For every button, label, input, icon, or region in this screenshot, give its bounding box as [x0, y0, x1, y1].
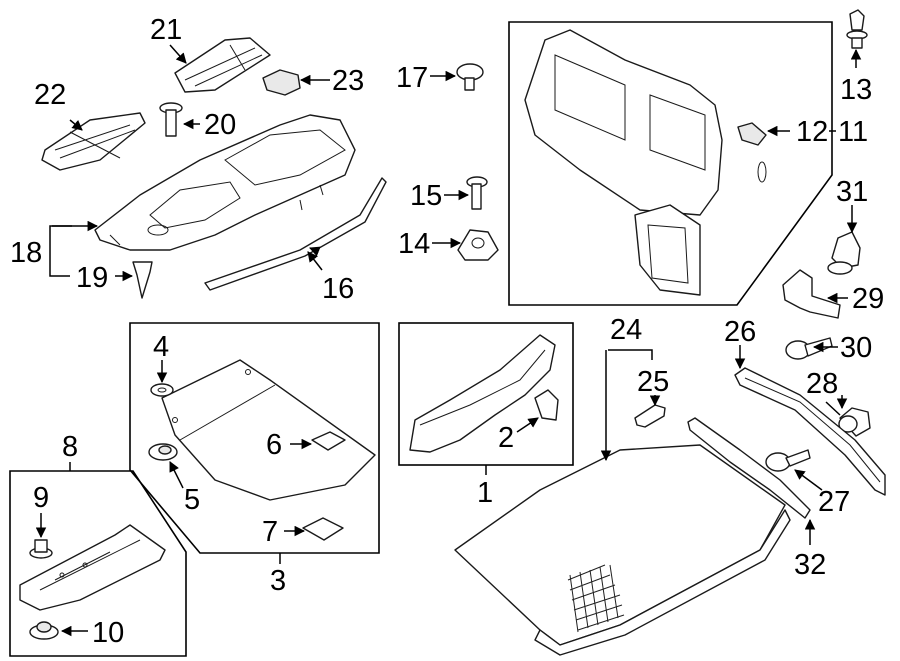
part-29-bracket [782, 269, 841, 319]
part-21-cover [174, 37, 271, 93]
callout-11: 11 [838, 116, 868, 148]
callout-labels: 22 21 23 20 17 15 14 13 12 11 31 29 30 2… [10, 14, 884, 649]
part-28-nut [838, 407, 871, 437]
callout-14: 14 [398, 228, 430, 260]
part-13-fastener [846, 9, 868, 49]
part-9-fastener [29, 539, 53, 559]
part-5-grommet [148, 443, 178, 461]
callout-25: 25 [637, 366, 669, 398]
part-24-cargo-cover [454, 444, 791, 656]
group-panel-3 [129, 322, 380, 554]
callout-24: 24 [610, 314, 642, 346]
callout-20: 20 [204, 109, 236, 141]
callout-5: 5 [184, 484, 200, 516]
callout-15: 15 [410, 180, 442, 212]
callout-30: 30 [840, 332, 872, 364]
part-18-package-tray [94, 114, 356, 251]
group-panel-11 [508, 21, 833, 306]
part-23-clip [262, 69, 301, 96]
part-26-rail [734, 367, 886, 496]
callout-32: 32 [794, 549, 826, 581]
callout-16: 16 [322, 273, 354, 305]
callout-9: 9 [33, 482, 49, 514]
part-10-grommet [29, 621, 59, 640]
part-12-clip [737, 122, 767, 146]
callout-7: 7 [262, 516, 278, 548]
callout-13: 13 [840, 74, 872, 106]
callout-1: 1 [477, 477, 493, 509]
callout-4: 4 [153, 331, 169, 363]
part-32-rail [687, 417, 811, 519]
callout-26: 26 [724, 316, 756, 348]
callout-17: 17 [396, 62, 428, 94]
part-11-side-panel [524, 29, 767, 296]
callout-19: 19 [76, 262, 108, 294]
callout-12: 12 [796, 116, 828, 148]
part-6-pad [311, 431, 346, 451]
part-7-pad [302, 517, 344, 541]
callout-21: 21 [150, 14, 182, 46]
part-27-screw [765, 449, 811, 472]
part-2-clip [534, 389, 559, 421]
callout-29: 29 [852, 283, 884, 315]
callout-23: 23 [332, 65, 364, 97]
callout-22: 22 [34, 79, 66, 111]
callout-31: 31 [836, 176, 868, 208]
part-15-bolt [466, 176, 488, 210]
callout-18: 18 [10, 237, 42, 269]
part-16-trim-strip [204, 177, 387, 291]
part-30-screw [785, 337, 833, 360]
callout-3: 3 [270, 565, 286, 597]
part-31-nut [827, 231, 861, 275]
callout-27: 27 [818, 486, 850, 518]
part-22-cover [41, 112, 146, 171]
callout-6: 6 [266, 429, 282, 461]
part-19-clip [132, 261, 153, 299]
callout-28: 28 [806, 368, 838, 400]
part-8-cover-plate [19, 524, 166, 611]
leader-lines [35, 44, 862, 637]
part-3-floor-cover [161, 359, 376, 501]
part-20-bolt [159, 102, 183, 137]
part-25-clip [634, 404, 666, 428]
callout-8: 8 [62, 431, 78, 463]
group-panel-8 [9, 470, 187, 657]
part-1-trim-panel [409, 334, 556, 453]
part-17-pin [456, 63, 484, 91]
callout-2: 2 [498, 422, 514, 454]
callout-10: 10 [92, 617, 124, 649]
part-14-bracket [457, 229, 499, 261]
part-4-washer [150, 383, 174, 397]
